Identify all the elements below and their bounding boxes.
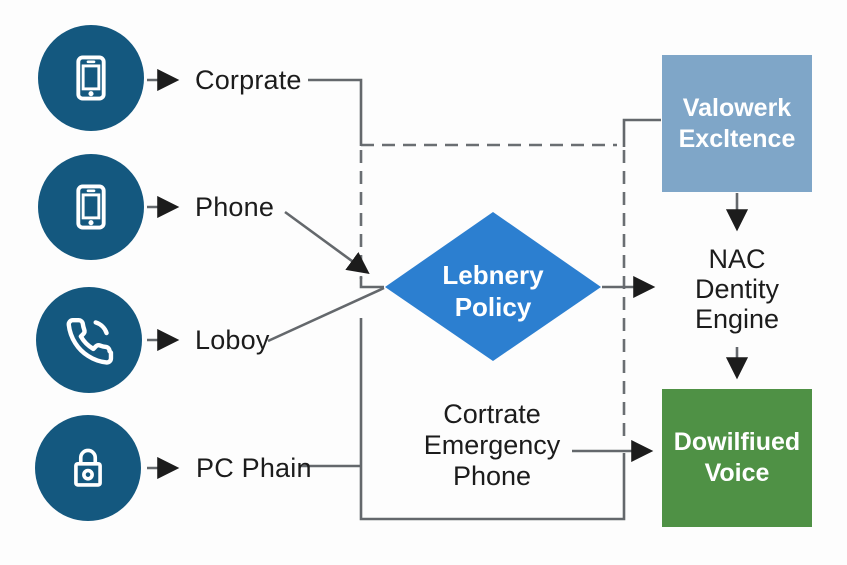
voice-line-2: Voice [704, 459, 770, 487]
voice-box: Dowilfiued Voice [662, 389, 812, 527]
policy-diamond-label: Lebnery Policy [413, 259, 573, 323]
policy-line-1: Lebnery [442, 260, 544, 290]
connector-corprate-elbow [308, 78, 363, 146]
nac-line-3: Engine [694, 304, 780, 334]
connector-valowerk-elbow [622, 118, 661, 147]
valowerk-line-2: Excltence [678, 124, 796, 153]
nac-engine-label: NAC Dentity Engine [657, 243, 817, 335]
source-node-loboy [36, 287, 142, 393]
valowerk-line-1: Valowerk [682, 93, 792, 122]
source-node-pcphain [35, 415, 141, 521]
smartphone-icon [76, 184, 106, 230]
nac-line-1: NAC [708, 244, 766, 274]
label-loboy: Loboy [195, 325, 270, 355]
source-node-corprate [38, 25, 144, 131]
connector-bottom-route [359, 318, 626, 521]
connector-frame-to-diamond [359, 277, 384, 289]
source-node-phone [38, 154, 144, 260]
padlock-icon [74, 448, 102, 487]
policy-diamond-shape [385, 212, 601, 361]
emergency-phone-label: Cortrate Emergency Phone [397, 398, 587, 492]
connector-phone-diagonal [284, 210, 370, 274]
emergency-line-1: Cortrate [443, 398, 541, 429]
policy-line-2: Policy [454, 292, 532, 322]
label-corprate: Corprate [195, 65, 302, 95]
label-phone: Phone [195, 192, 275, 222]
connector-loboy-diagonal [267, 286, 385, 343]
voice-line-1: Dowilfiued [673, 428, 801, 456]
nac-line-2: Dentity [694, 274, 780, 304]
phone-handset-icon [66, 318, 114, 365]
smartphone-icon [76, 55, 106, 101]
valowerk-box: Valowerk Excltence [662, 55, 812, 192]
label-pcphain: PC Phain [196, 453, 312, 483]
emergency-line-3: Phone [452, 460, 532, 491]
emergency-line-2: Emergency [423, 429, 561, 460]
